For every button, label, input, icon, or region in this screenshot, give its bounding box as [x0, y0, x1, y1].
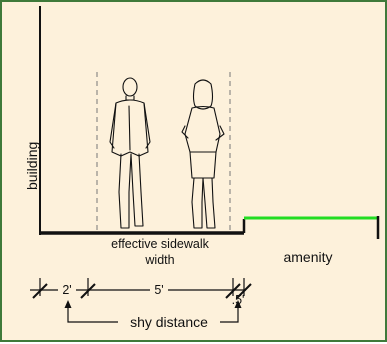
effective-sidewalk-width-label-line1: effective sidewalk [111, 237, 209, 251]
dimension-ticks [32, 283, 252, 299]
dim-5ft-label: 5' [154, 283, 163, 297]
building-label: building [24, 142, 40, 190]
dim-2ft-label: 2' [62, 283, 71, 297]
effective-sidewalk-width-label-line2: width [144, 253, 174, 267]
shy-distance-bracket [67, 305, 239, 323]
walking-woman-icon [181, 79, 225, 229]
shy-right-arrow [234, 300, 242, 308]
walking-man-icon [109, 77, 151, 229]
shy-left-arrow [64, 300, 72, 308]
amenity-label: amenity [283, 249, 332, 265]
shy-distance-label: shy distance [130, 314, 208, 330]
